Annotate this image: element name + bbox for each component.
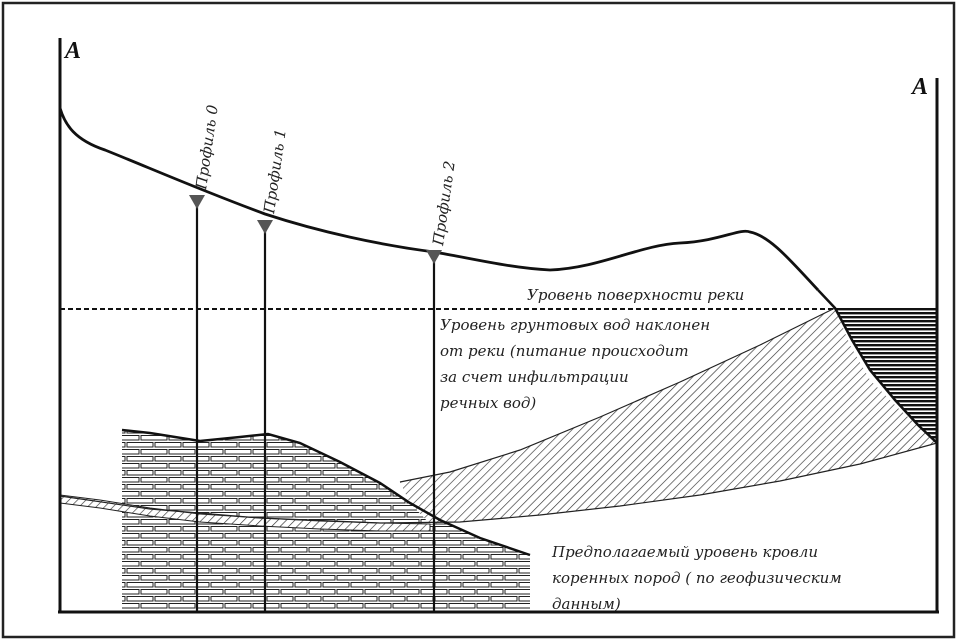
profile-0-marker [189, 195, 205, 209]
groundwater-label-line-3: за счет инфильтрации [440, 368, 629, 386]
river-level-label: Уровень поверхности реки [527, 286, 744, 304]
bedrock-label-line-2: коренных пород ( по геофизическим [552, 569, 842, 587]
bedrock-roof-line [121, 428, 531, 557]
infiltration-zone [400, 308, 937, 524]
ground-surface-line [58, 107, 820, 291]
profile-1-marker [257, 220, 273, 234]
bedrock-label-line-1: Предполагаемый уровень кровли [551, 543, 818, 561]
groundwater-label-line-4: речных вод) [440, 394, 536, 412]
river-bank-line [817, 289, 938, 444]
groundwater-label-line-2: от реки (питание происходит [440, 342, 689, 360]
river-body [835, 308, 937, 443]
bedrock-label-line-3: данным) [552, 595, 621, 613]
groundwater-line-upper [399, 307, 836, 483]
section-label-right: A [910, 74, 928, 100]
groundwater-line-lower [59, 442, 938, 524]
profile-2-marker [426, 250, 442, 264]
section-label-left: A [63, 38, 81, 64]
groundwater-label-line-1: Уровень грунтовых вод наклонен [440, 316, 710, 334]
bedrock-bricks [122, 430, 530, 610]
